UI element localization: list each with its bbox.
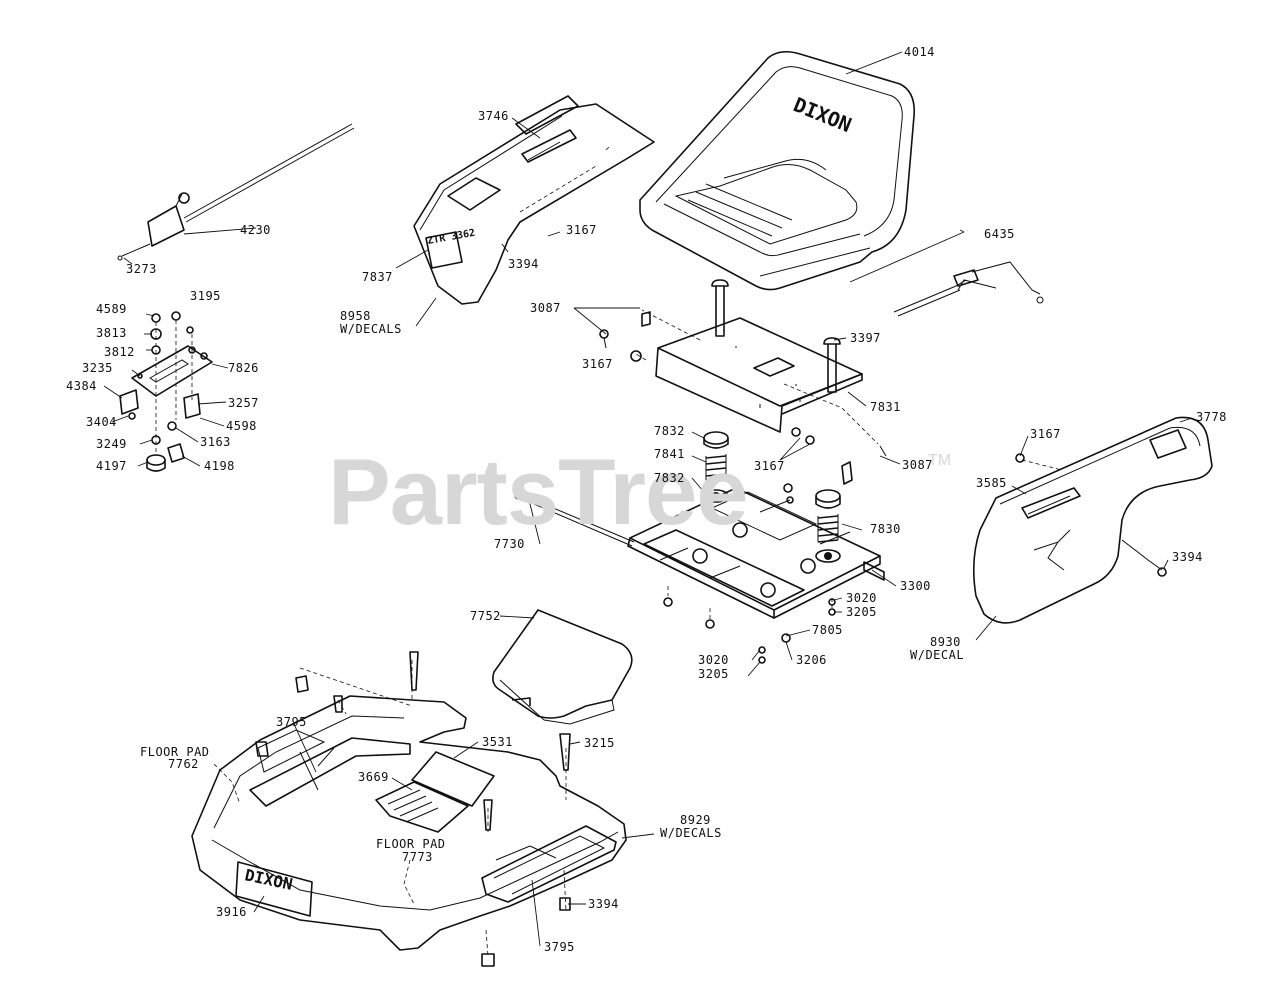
part-label-3300: 3300 — [900, 579, 931, 593]
throttle-control-4230 — [117, 123, 355, 261]
part-label-3205-right: 3205 — [846, 605, 877, 619]
part-label-3404: 3404 — [86, 415, 117, 429]
part-label-floor-pad-center: FLOOR PAD — [376, 837, 446, 851]
seat-base-plate-7830 — [514, 483, 885, 664]
part-label-8929-note: W/DECALS — [660, 826, 722, 840]
part-label-3585: 3585 — [976, 476, 1007, 490]
leader-lines — [103, 51, 1193, 947]
part-label-3257: 3257 — [228, 396, 259, 410]
part-label-8930-note: W/DECAL — [910, 648, 965, 662]
part-label-3205-left: 3205 — [698, 667, 729, 681]
floor-pad-7752 — [492, 609, 633, 725]
seat-4014 — [639, 50, 916, 291]
part-label-8930: 8930 — [930, 635, 961, 649]
part-label-3087: 3087 — [530, 301, 561, 315]
part-label-3795-lower: 3795 — [544, 940, 575, 954]
seat-switch-cable-6435 — [893, 261, 1044, 317]
part-label-3397: 3397 — [850, 331, 881, 345]
part-label-7831: 7831 — [870, 400, 901, 414]
seat-springs-7841 — [703, 431, 841, 563]
part-label-7752: 7752 — [470, 609, 501, 623]
seat-bracket-7831 — [599, 279, 887, 485]
part-label-3167: 3167 — [566, 223, 597, 237]
part-label-3249: 3249 — [96, 437, 127, 451]
footrest-body-8929: DIXON — [191, 651, 627, 967]
part-label-4384: 4384 — [66, 379, 97, 393]
part-label-4014: 4014 — [904, 45, 935, 59]
part-label-3778: 3778 — [1196, 410, 1227, 424]
left-fender-7837 — [413, 95, 655, 305]
part-label-7830: 7830 — [870, 522, 901, 536]
front-panel-logo: DIXON — [243, 865, 294, 894]
part-label-4598: 4598 — [226, 419, 257, 433]
part-label-7832-top: 7832 — [654, 424, 685, 438]
part-label-7773: 7773 — [402, 850, 433, 864]
part-label-7826: 7826 — [228, 361, 259, 375]
part-label-3167-fender: 3167 — [1030, 427, 1061, 441]
part-label-3795-upper: 3795 — [276, 715, 307, 729]
part-label-4197: 4197 — [96, 459, 127, 473]
part-label-4589: 4589 — [96, 302, 127, 316]
part-label-3087-lower: 3087 — [902, 458, 933, 472]
part-label-7837: 7837 — [362, 270, 393, 284]
part-label-3813: 3813 — [96, 326, 127, 340]
part-label-4230: 4230 — [240, 223, 271, 237]
part-label-3163: 3163 — [200, 435, 231, 449]
part-label-3020-left: 3020 — [698, 653, 729, 667]
part-label-3167-lower: 3167 — [754, 459, 785, 473]
part-label-3394-fender: 3394 — [1172, 550, 1203, 564]
part-label-3020-right: 3020 — [846, 591, 877, 605]
trademark-mark: TM — [928, 452, 952, 469]
part-label-8958: 8958 — [340, 309, 371, 323]
part-label-8929: 8929 — [680, 813, 711, 827]
part-label-3394-body: 3394 — [588, 897, 619, 911]
partstree-watermark: PartsTree — [328, 439, 749, 544]
part-label-floor-pad-front: FLOOR PAD — [140, 745, 210, 759]
part-label-7841: 7841 — [654, 447, 685, 461]
part-label-3273: 3273 — [126, 262, 157, 276]
seat-logo: DIXON — [790, 92, 855, 137]
part-label-3812: 3812 — [104, 345, 135, 359]
part-label-3235: 3235 — [82, 361, 113, 375]
part-label-4198: 4198 — [204, 459, 235, 473]
control-plate-assembly-7826 — [119, 311, 213, 472]
part-label-3669: 3669 — [358, 770, 389, 784]
part-label-8958-note: W/DECALS — [340, 322, 402, 336]
part-label-3215: 3215 — [584, 736, 615, 750]
part-label-3916: 3916 — [216, 905, 247, 919]
part-label-7832-bottom: 7832 — [654, 471, 685, 485]
part-label-3195: 3195 — [190, 289, 221, 303]
part-label-3206: 3206 — [796, 653, 827, 667]
part-label-3167-bracket: 3167 — [582, 357, 613, 371]
part-label-3394: 3394 — [508, 257, 539, 271]
part-label-3531: 3531 — [482, 735, 513, 749]
part-label-7805: 7805 — [812, 623, 843, 637]
fender-badge: ZTR 3362 — [427, 228, 476, 247]
right-fender-8930 — [972, 416, 1213, 624]
part-label-7730: 7730 — [494, 537, 525, 551]
part-label-3746: 3746 — [478, 109, 509, 123]
part-label-6435: 6435 — [984, 227, 1015, 241]
part-label-7762: 7762 — [168, 757, 199, 771]
